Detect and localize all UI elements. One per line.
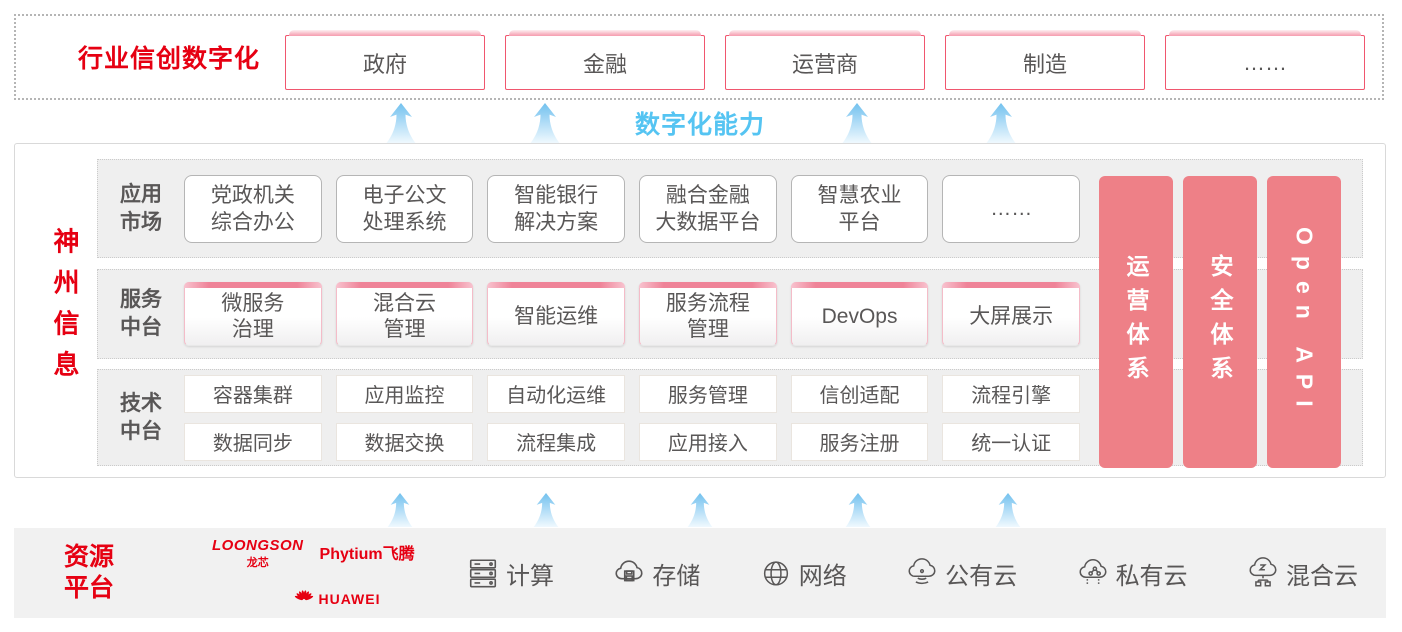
- resource-item-label: 计算: [506, 562, 554, 590]
- service-box: 微服务 治理: [184, 282, 322, 346]
- capability-label: 数字化能力: [634, 111, 766, 139]
- vendor-logos: LOONGSON 龙芯 Phytium飞腾 HUAWEI: [212, 537, 462, 609]
- pillar-open-api: Open API: [1267, 176, 1341, 468]
- service-box: 智能运维: [487, 282, 626, 346]
- tech-box: 数据交换: [335, 422, 474, 461]
- industry-box-government: 政府: [285, 30, 485, 90]
- tech-box: 流程集成: [487, 422, 626, 461]
- pillar-security-system: 安全体系: [1183, 176, 1257, 468]
- network-globe-icon: [763, 561, 788, 586]
- service-box: 大屏展示: [942, 282, 1081, 346]
- server-icon: [469, 559, 497, 588]
- loongson-logo: LOONGSON 龙芯: [212, 537, 304, 570]
- app-box-more: ……: [942, 174, 1081, 243]
- up-arrow-icon: [842, 493, 874, 527]
- huawei-petal-icon: [294, 590, 313, 601]
- industry-box-more: ……: [1165, 30, 1365, 90]
- app-box: 智慧农业 平台: [790, 174, 929, 243]
- resource-item-compute: 计算: [466, 556, 554, 591]
- tech-row-top: 容器集群 应用监控 自动化运维 服务管理 信创适配 流程引擎: [184, 374, 1081, 413]
- up-arrow-icon: [530, 493, 562, 527]
- resource-item-storage: 存储: [612, 556, 700, 591]
- tech-box: 统一认证: [942, 422, 1081, 461]
- band-tech-platform: 技术 中台 容器集群 应用监控 自动化运维 服务管理 信创适配 流程引擎 数据同…: [97, 369, 1363, 466]
- tech-row-bottom: 数据同步 数据交换 流程集成 应用接入 服务注册 统一认证: [184, 422, 1081, 461]
- resource-items: 计算 存储 网络: [466, 528, 1358, 618]
- industry-banner-title: 行业信创数字化: [78, 45, 261, 73]
- up-arrow-icon: [684, 493, 716, 527]
- loongson-cn-label: 龙芯: [246, 557, 269, 569]
- industry-banner: 行业信创数字化 政府 金融 运营商 制造 ……: [14, 14, 1384, 100]
- tech-box: 信创适配: [790, 374, 929, 413]
- tech-box: 服务管理: [639, 374, 777, 413]
- resource-item-label: 网络: [798, 562, 847, 590]
- service-box: 服务流程 管理: [639, 282, 777, 346]
- tech-box: 流程引擎: [942, 374, 1081, 413]
- tech-box: 应用接入: [639, 422, 777, 461]
- resource-title: 资源 平台: [64, 543, 115, 602]
- resource-item-label: 私有云: [1115, 562, 1188, 590]
- band-service-platform: 服务 中台 微服务 治理 混合云 管理 智能运维 服务流程 管理 DevOps …: [97, 269, 1363, 359]
- app-box: 融合金融 大数据平台: [639, 174, 777, 243]
- industry-box-manufacturing: 制造: [945, 30, 1145, 90]
- band-label-app-market: 应用 市场: [120, 182, 162, 234]
- resource-platform-band: 资源 平台 LOONGSON 龙芯 Phytium飞腾: [14, 528, 1386, 618]
- tech-box: 自动化运维: [487, 374, 626, 413]
- resource-item-network: 网络: [759, 556, 847, 591]
- service-box: DevOps: [790, 282, 929, 346]
- hybrid-cloud-icon: [1249, 557, 1277, 587]
- resource-item-label: 存储: [652, 562, 701, 590]
- private-cloud-icon: [1079, 559, 1107, 585]
- industry-box-operator: 运营商: [725, 30, 925, 90]
- service-box: 混合云 管理: [335, 282, 474, 346]
- band-label-tech: 技术 中台: [120, 391, 162, 443]
- pillar-operation-system: 运营体系: [1099, 176, 1173, 468]
- up-arrow-icon: [527, 103, 563, 143]
- resource-item-label: 混合云: [1285, 562, 1358, 590]
- huawei-wordmark: HUAWEI: [318, 591, 381, 607]
- public-cloud-icon: [908, 558, 936, 585]
- industry-list: 政府 金融 运营商 制造 ……: [285, 30, 1365, 90]
- platform-container: 神州信息信创云 应用 市场 党政机关 综合办公 电子公文 处理系统 智能银行 解…: [14, 143, 1386, 478]
- tech-box: 容器集群: [184, 374, 322, 413]
- phytium-logo: Phytium飞腾: [319, 546, 415, 563]
- up-arrow-icon: [992, 493, 1024, 527]
- band-app-market: 应用 市场 党政机关 综合办公 电子公文 处理系统 智能银行 解决方案 融合金融…: [97, 159, 1363, 258]
- up-arrow-icon: [839, 103, 875, 143]
- app-box: 党政机关 综合办公: [184, 174, 322, 243]
- tech-box: 应用监控: [335, 374, 474, 413]
- cloud-storage-icon: [615, 560, 643, 582]
- tech-box: 数据同步: [184, 422, 322, 461]
- app-box: 智能银行 解决方案: [487, 174, 626, 243]
- app-box: 电子公文 处理系统: [335, 174, 474, 243]
- resource-item-hybrid-cloud: 混合云: [1246, 556, 1358, 591]
- industry-box-finance: 金融: [505, 30, 705, 90]
- resource-item-public-cloud: 公有云: [905, 556, 1017, 591]
- up-arrow-icon: [384, 493, 416, 527]
- tech-items: 容器集群 应用监控 自动化运维 服务管理 信创适配 流程引擎 数据同步 数据交换…: [184, 374, 1081, 461]
- resource-item-private-cloud: 私有云: [1076, 556, 1188, 591]
- up-arrow-icon: [383, 103, 419, 143]
- huawei-logo: HUAWEI: [212, 589, 462, 609]
- loongson-wordmark: LOONGSON: [212, 537, 304, 554]
- tech-box: 服务注册: [790, 422, 929, 461]
- app-market-items: 党政机关 综合办公 电子公文 处理系统 智能银行 解决方案 融合金融 大数据平台…: [184, 160, 1081, 257]
- up-arrow-icon: [983, 103, 1019, 143]
- service-items: 微服务 治理 混合云 管理 智能运维 服务流程 管理 DevOps 大屏展示: [184, 270, 1081, 358]
- band-label-service: 服务 中台: [120, 288, 162, 339]
- resource-item-label: 公有云: [945, 562, 1018, 590]
